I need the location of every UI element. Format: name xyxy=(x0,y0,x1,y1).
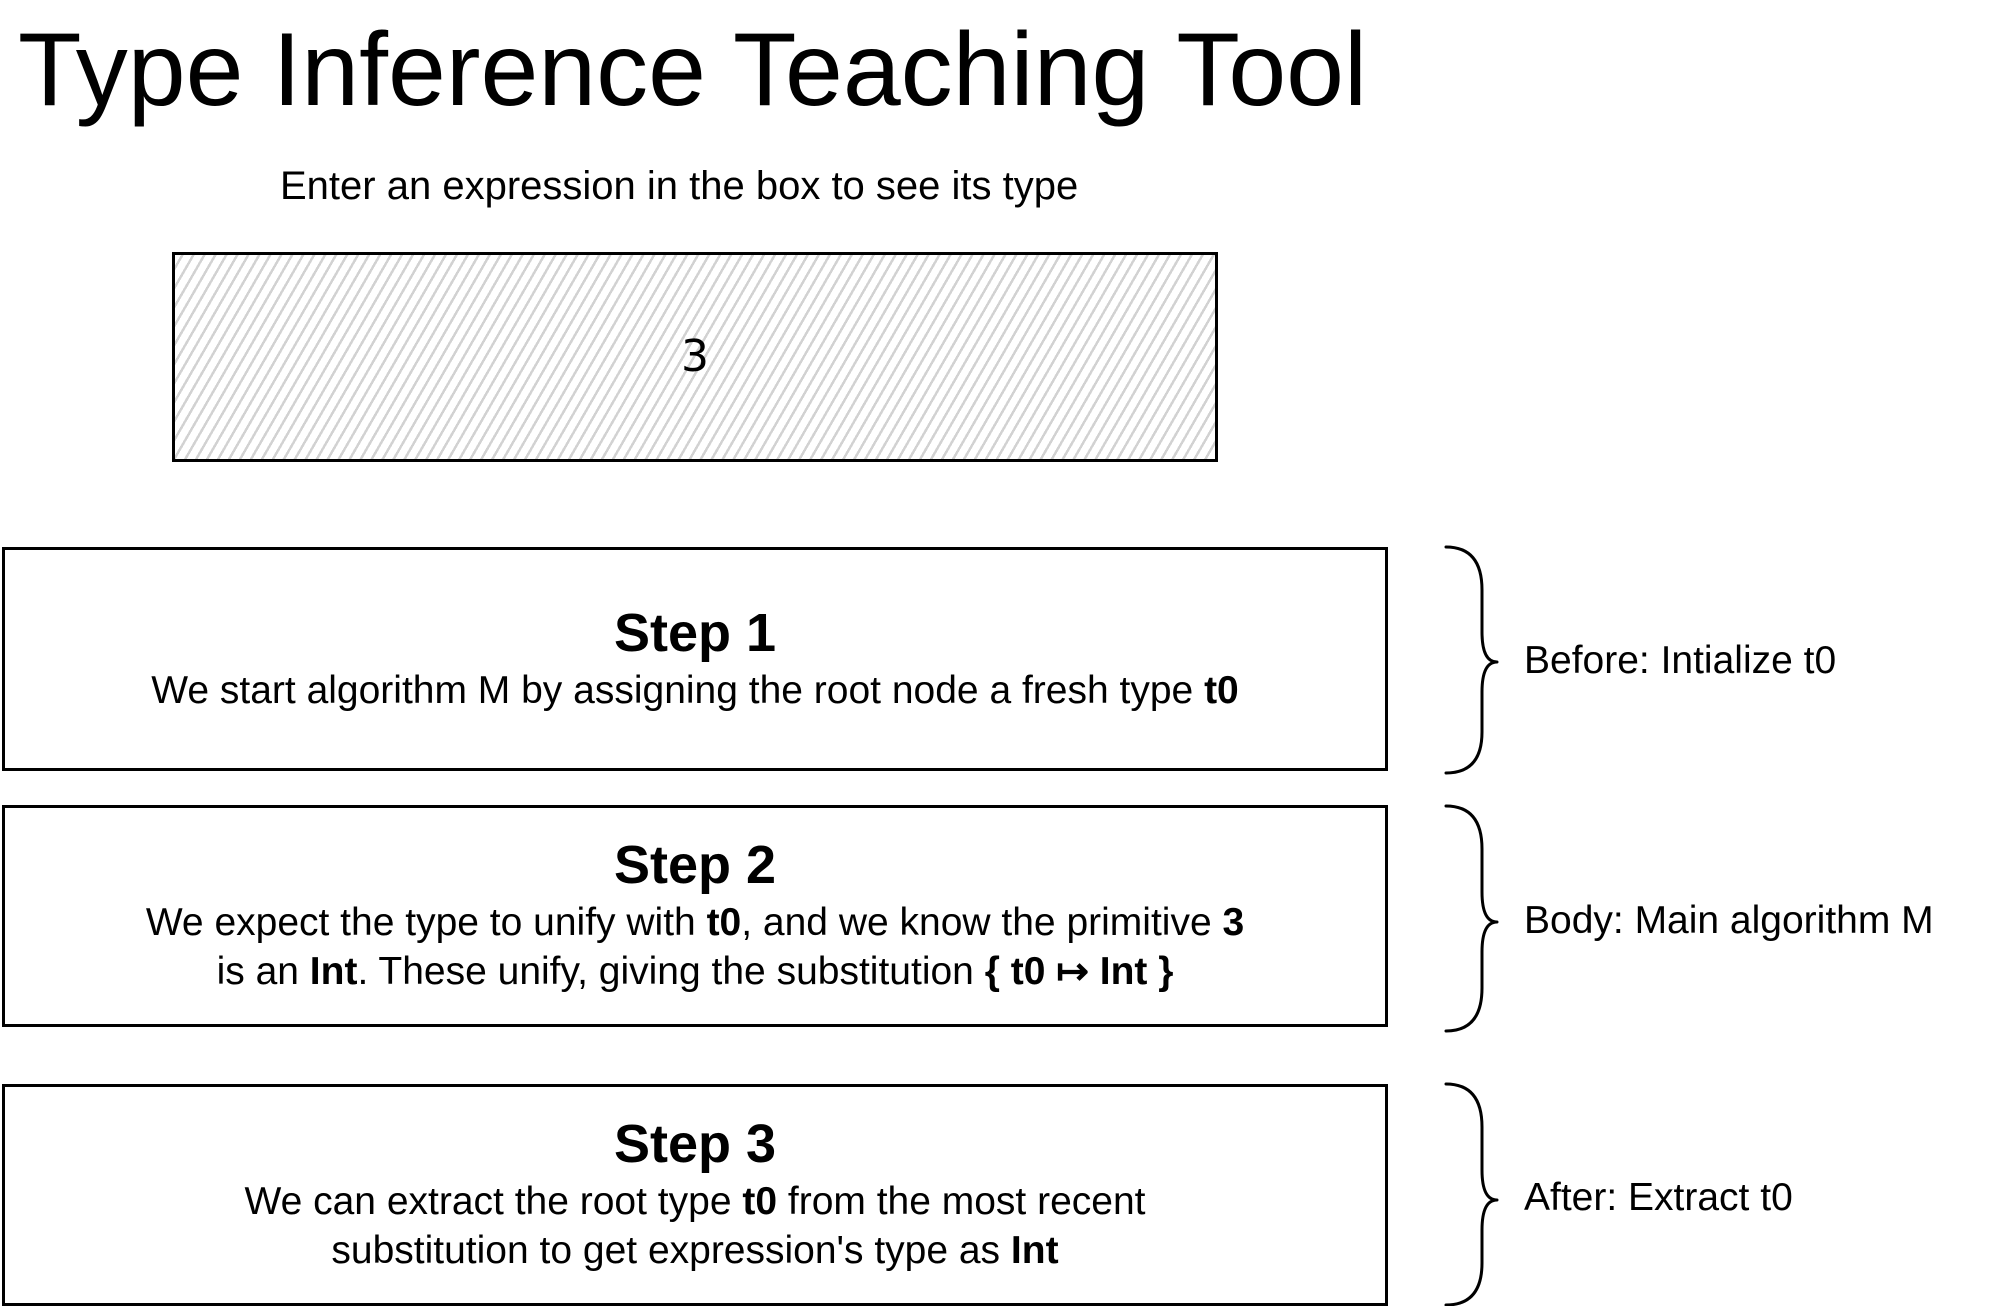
step-text: We expect the type to unify with xyxy=(145,901,707,944)
step-emphasis: { t0 ↦ Int } xyxy=(984,950,1174,993)
step-emphasis: t0 xyxy=(706,901,742,944)
step-card-3: Step 3 We can extract the root type t0 f… xyxy=(2,1084,1388,1306)
phase-label-before: Before: Intialize t0 xyxy=(1524,639,1837,682)
step-emphasis: t0 xyxy=(742,1180,778,1223)
step-description-line: We expect the type to unify with t0, and… xyxy=(146,898,1244,947)
step-text: We start algorithm M by assigning the ro… xyxy=(151,668,1205,712)
step-emphasis: 3 xyxy=(1222,901,1245,944)
step-text: , and we know the primitive xyxy=(741,901,1223,944)
step-title: Step 2 xyxy=(613,835,777,895)
step-description-line: is an Int. These unify, giving the subst… xyxy=(146,947,1244,996)
step-title: Step 3 xyxy=(613,1114,777,1174)
step-emphasis: Int xyxy=(1010,1229,1059,1272)
step-emphasis: Int xyxy=(309,950,358,993)
step-description-line: We start algorithm M by assigning the ro… xyxy=(151,666,1239,715)
expression-input-box[interactable]: 3 xyxy=(172,252,1218,462)
step-text: from the most recent xyxy=(777,1180,1146,1223)
step-description: We start algorithm M by assigning the ro… xyxy=(151,666,1239,715)
phase-label-after: After: Extract t0 xyxy=(1524,1176,1793,1219)
step-text: substitution to get expression's type as xyxy=(331,1229,1011,1272)
step-card-2: Step 2 We expect the type to unify with … xyxy=(2,805,1388,1027)
step-description-line: We can extract the root type t0 from the… xyxy=(244,1177,1145,1226)
phase-label-body: Body: Main algorithm M xyxy=(1524,899,1934,942)
step-description: We can extract the root type t0 from the… xyxy=(244,1177,1145,1275)
step-text: is an xyxy=(216,950,310,993)
instructions-text: Enter an expression in the box to see it… xyxy=(280,164,1079,208)
brace-after-icon xyxy=(1444,1082,1499,1306)
page-title: Type Inference Teaching Tool xyxy=(18,12,1368,128)
step-text: . These unify, giving the substitution xyxy=(357,950,985,993)
step-emphasis: t0 xyxy=(1204,668,1239,712)
brace-body-icon xyxy=(1444,804,1499,1033)
expression-value: 3 xyxy=(681,331,709,382)
step-title: Step 1 xyxy=(613,602,777,663)
step-card-1: Step 1 We start algorithm M by assigning… xyxy=(2,547,1388,771)
brace-before-icon xyxy=(1444,545,1499,775)
step-description: We expect the type to unify with t0, and… xyxy=(146,898,1244,996)
step-text: We can extract the root type xyxy=(244,1180,743,1223)
step-description-line: substitution to get expression's type as… xyxy=(244,1226,1145,1275)
